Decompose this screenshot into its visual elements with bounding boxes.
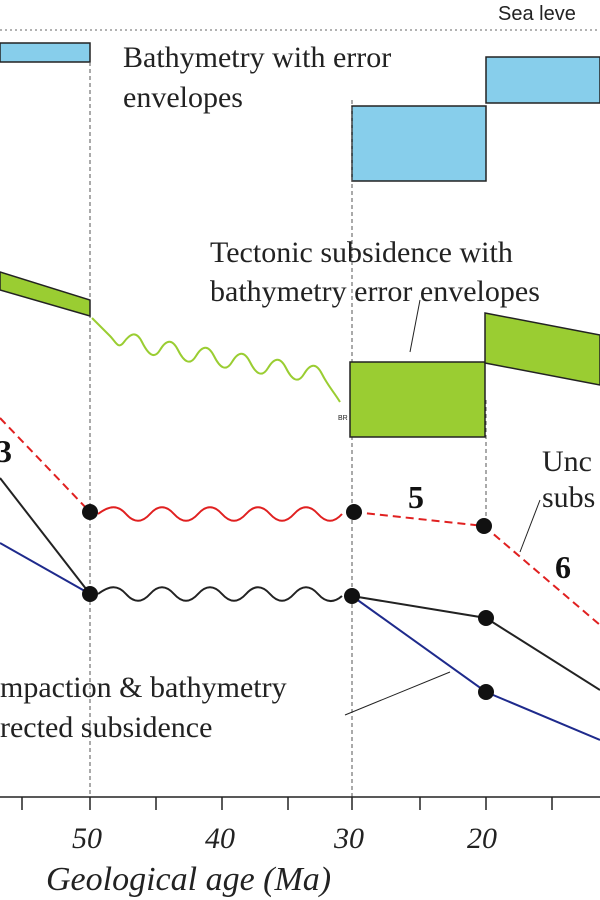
point-uncorrected-30 — [346, 504, 362, 520]
x-axis-tick-marks — [21, 797, 553, 810]
data-points — [82, 504, 494, 700]
tectonic-label-1: Tectonic subsidence with — [210, 236, 513, 269]
leader-tectonic — [409, 299, 421, 353]
point-uncorrected-50 — [82, 504, 98, 520]
corrected-blue-left — [0, 542, 91, 595]
uncorrected-label-2: subs — [542, 481, 595, 514]
uncorrected-segment-3 — [0, 417, 91, 513]
tectonic-envelopes: BR — [0, 271, 600, 438]
uncorrected-wavy-hiatus — [97, 506, 343, 522]
tectonic-envelope-left — [0, 271, 91, 317]
uncorrected-segment-6 — [483, 525, 600, 626]
tick-label-40: 40 — [205, 822, 235, 855]
point-corrected-20-blue — [478, 684, 494, 700]
uncorrected-segment-5 — [353, 511, 485, 527]
tick-label-20: 20 — [467, 822, 497, 855]
tick-label-30: 30 — [333, 822, 364, 855]
leader-lines — [344, 299, 541, 716]
bathymetry-box-left — [0, 42, 91, 63]
small-mark: BR — [338, 415, 348, 422]
corrected-black-right — [351, 595, 600, 691]
point-corrected-20-black — [478, 610, 494, 626]
tectonic-envelope-20-10 — [484, 312, 600, 386]
tectonic-envelope-30-20 — [349, 361, 486, 438]
tick-label-50: 50 — [72, 822, 102, 855]
point-uncorrected-20 — [476, 518, 492, 534]
bathymetry-box-20-10 — [485, 56, 600, 104]
point-corrected-50 — [82, 586, 98, 602]
leader-corrected — [344, 671, 451, 716]
bathymetry-label-2: envelopes — [123, 81, 243, 114]
tectonic-wavy-hiatus — [91, 317, 341, 403]
corrected-subsidence — [0, 477, 600, 741]
x-axis: 50 40 30 20 Geological age (Ma) — [0, 796, 600, 898]
bathymetry-label-1: Bathymetry with error — [123, 41, 391, 74]
corrected-wavy-hiatus — [97, 586, 343, 602]
point-corrected-30 — [344, 588, 360, 604]
corrected-label-2: rected subsidence — [0, 711, 212, 744]
uncorrected-label-1: Unc — [542, 445, 592, 478]
segment-number-3: 3 — [0, 433, 12, 469]
tectonic-label-2: bathymetry error envelopes — [210, 275, 540, 308]
segment-number-6: 6 — [555, 549, 571, 585]
x-axis-label: Geological age (Ma) — [46, 861, 331, 898]
bathymetry-envelopes — [0, 42, 600, 182]
corrected-label-1: mpaction & bathymetry — [0, 671, 287, 704]
corrected-black-left — [0, 477, 91, 595]
segment-number-5: 5 — [408, 479, 424, 515]
leader-uncorrected — [519, 499, 541, 553]
bathymetry-box-30-20 — [351, 105, 487, 182]
uncorrected-subsidence — [0, 417, 600, 626]
reference-lines — [89, 62, 487, 800]
sea-level-label: Sea leve — [498, 3, 576, 25]
corrected-blue-right — [351, 595, 600, 741]
